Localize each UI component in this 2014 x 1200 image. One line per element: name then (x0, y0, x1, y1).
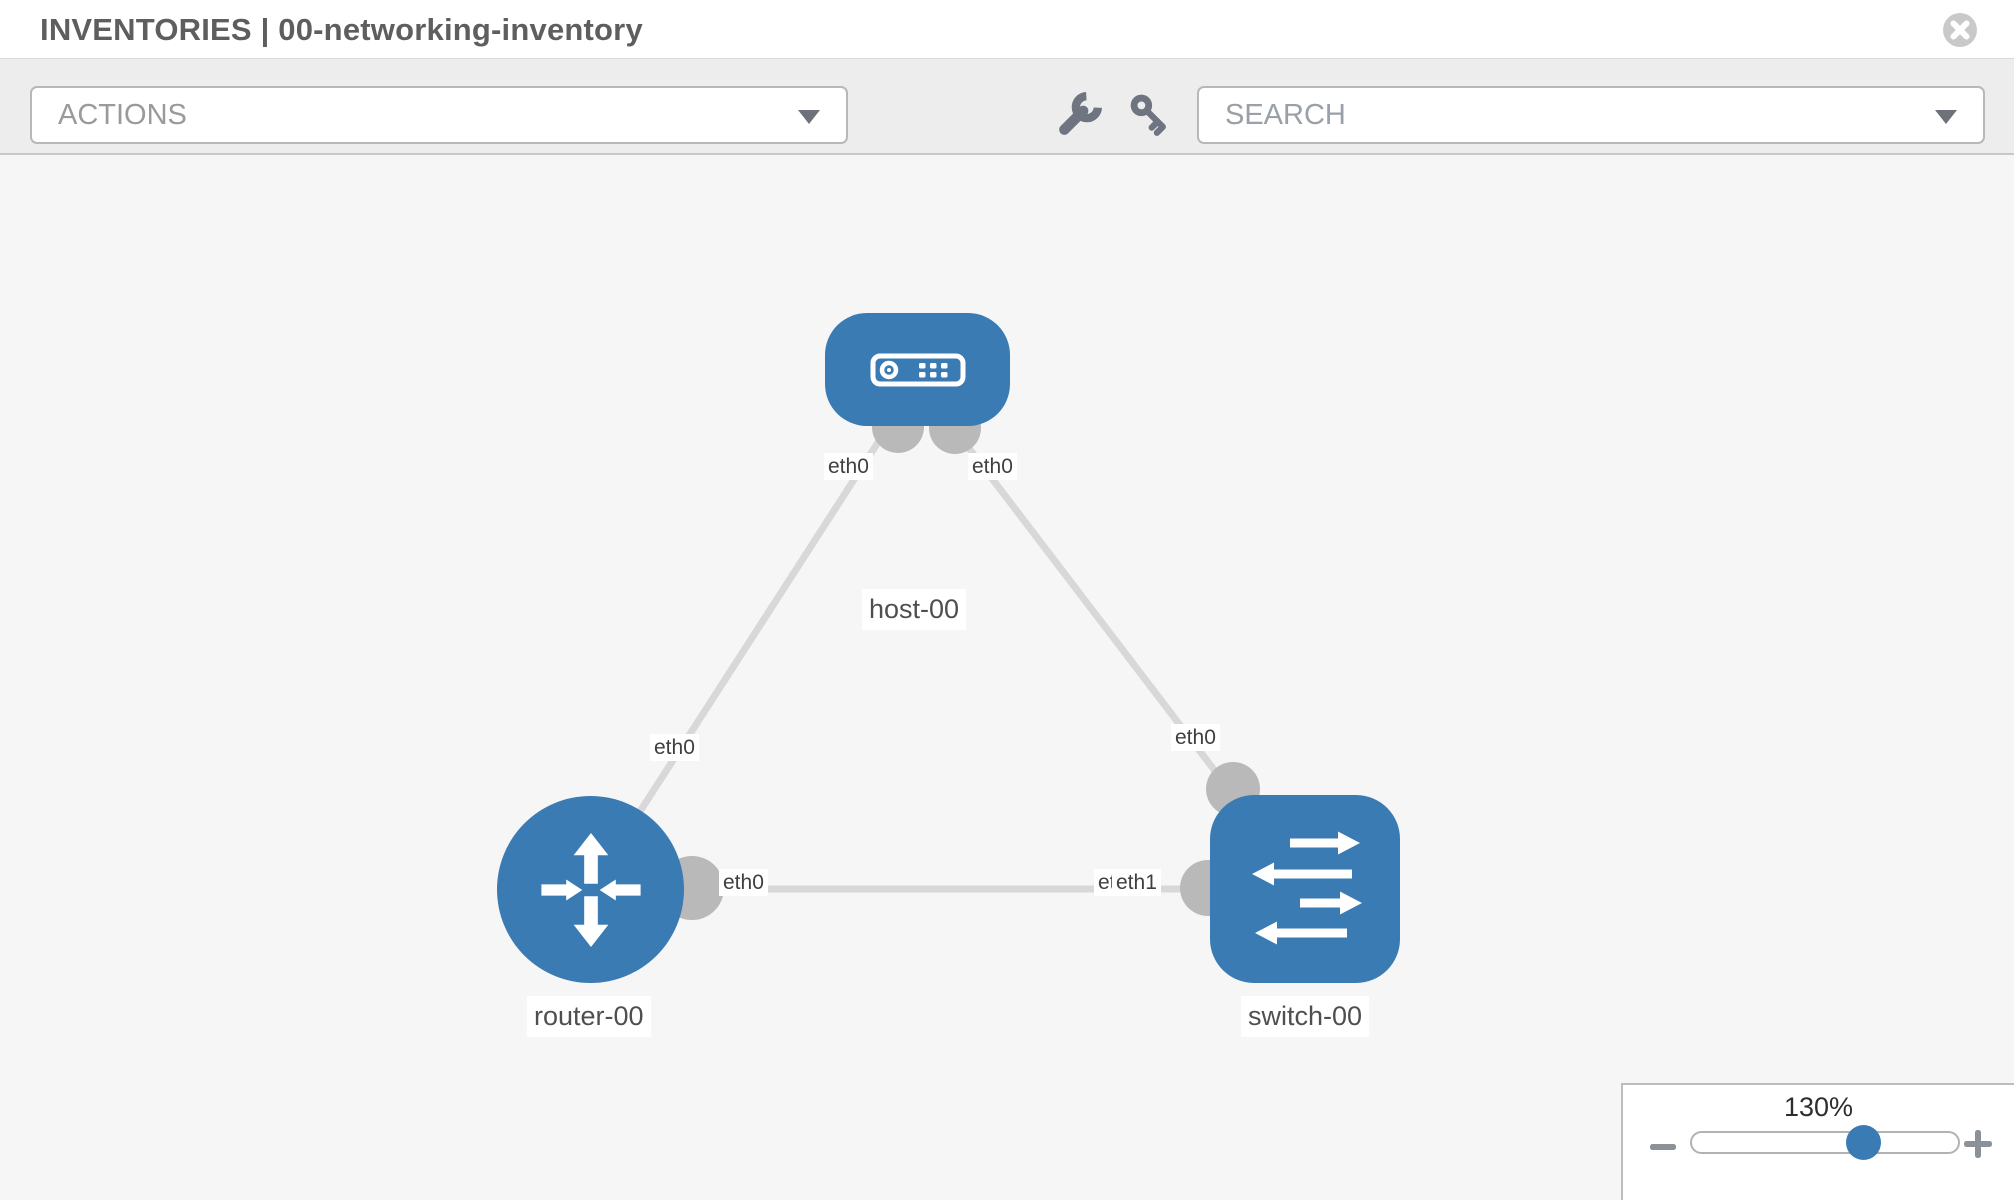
zoom-slider-thumb[interactable] (1846, 1125, 1881, 1160)
header: INVENTORIES | 00-networking-inventory (0, 0, 2014, 58)
zoom-in-button[interactable] (1964, 1130, 1992, 1158)
node-router-00[interactable] (497, 796, 684, 983)
switch-icon (1252, 831, 1362, 945)
interface-label: eth0 (1171, 724, 1220, 751)
host-icon (870, 353, 965, 386)
zoom-out-button[interactable] (1650, 1134, 1676, 1160)
search-dropdown[interactable]: SEARCH (1197, 86, 1985, 144)
actions-dropdown[interactable]: ACTIONS (30, 86, 848, 144)
wrench-icon (1059, 92, 1102, 135)
close-icon (1943, 13, 1977, 47)
router-icon (540, 832, 641, 947)
zoom-level-value: 130% (1783, 1092, 1854, 1122)
toolbar: ACTIONS SEARCH (0, 58, 2014, 155)
node-switch-00[interactable] (1210, 795, 1400, 983)
actions-dropdown-placeholder: ACTIONS (58, 99, 187, 131)
interface-label: eth0 (719, 869, 768, 896)
interface-label: eth1 (1112, 869, 1161, 896)
interface-label: eth0 (824, 453, 873, 480)
search-placeholder: SEARCH (1225, 99, 1346, 131)
caret-down-icon (1935, 110, 1957, 124)
zoom-panel: 130% (1621, 1083, 2014, 1200)
interface-label: eth0 (968, 453, 1017, 480)
interface-label: eth0 (650, 734, 699, 761)
node-label-router-00: router-00 (527, 996, 651, 1037)
zoom-slider-track[interactable] (1690, 1131, 1960, 1154)
plus-icon (1964, 1130, 1992, 1158)
topology-canvas[interactable]: host-00 router-00 switch-00 eth0 eth0 et… (0, 155, 2014, 1200)
node-host-00[interactable] (825, 313, 1010, 426)
configure-tool-button[interactable] (1056, 92, 1102, 138)
key-icon (1130, 94, 1166, 136)
topology-edges-layer (587, 401, 1308, 920)
close-button[interactable] (1942, 12, 1978, 48)
caret-down-icon (798, 110, 820, 124)
credentials-tool-button[interactable] (1128, 92, 1174, 138)
node-label-switch-00: switch-00 (1241, 996, 1370, 1037)
page-title: INVENTORIES | 00-networking-inventory (40, 12, 643, 47)
minus-icon (1650, 1144, 1676, 1150)
node-label-host-00: host-00 (862, 589, 967, 630)
